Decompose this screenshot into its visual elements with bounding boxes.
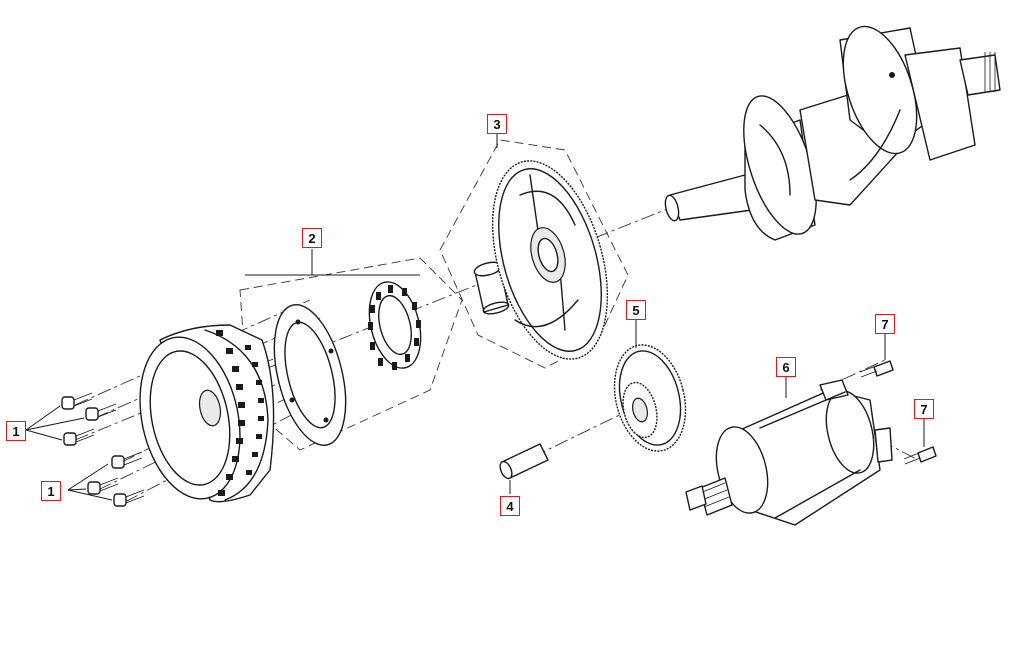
flywheel-rotor	[139, 324, 275, 503]
bolt	[87, 477, 119, 495]
callout-7b: 7	[914, 399, 934, 419]
callout-4: 4	[500, 496, 520, 516]
callout-3: 3	[487, 114, 507, 134]
callout-1b: 1	[41, 481, 61, 501]
sprag-bearing	[368, 281, 422, 370]
bushing-sleeve	[473, 261, 510, 315]
gear-shaft	[499, 443, 549, 480]
starter-driven-gear	[491, 160, 609, 360]
leader-1b	[67, 463, 113, 501]
leader-2	[245, 249, 420, 276]
centerline-main	[199, 199, 691, 396]
bolt	[63, 428, 95, 446]
callout-6: 6	[776, 357, 796, 377]
callout-5: 5	[626, 300, 646, 320]
one-way-clutch-plate	[273, 304, 347, 446]
crankshaft	[664, 25, 1001, 241]
bolt	[113, 489, 145, 507]
callout-1a: 1	[6, 421, 26, 441]
starter-bolt-lower	[903, 446, 937, 465]
starter-bolt-upper	[859, 360, 894, 378]
bolt	[111, 451, 143, 469]
bolt-set-1	[61, 392, 145, 507]
leader-1a	[25, 405, 85, 441]
group-outline-3	[439, 139, 629, 369]
starter-motor	[685, 379, 893, 526]
centerline-gear	[509, 404, 641, 469]
reduction-gear	[613, 344, 687, 452]
callout-2: 2	[302, 228, 322, 248]
bolt	[61, 392, 93, 410]
callout-7a: 7	[875, 314, 895, 334]
bolt	[85, 403, 117, 421]
